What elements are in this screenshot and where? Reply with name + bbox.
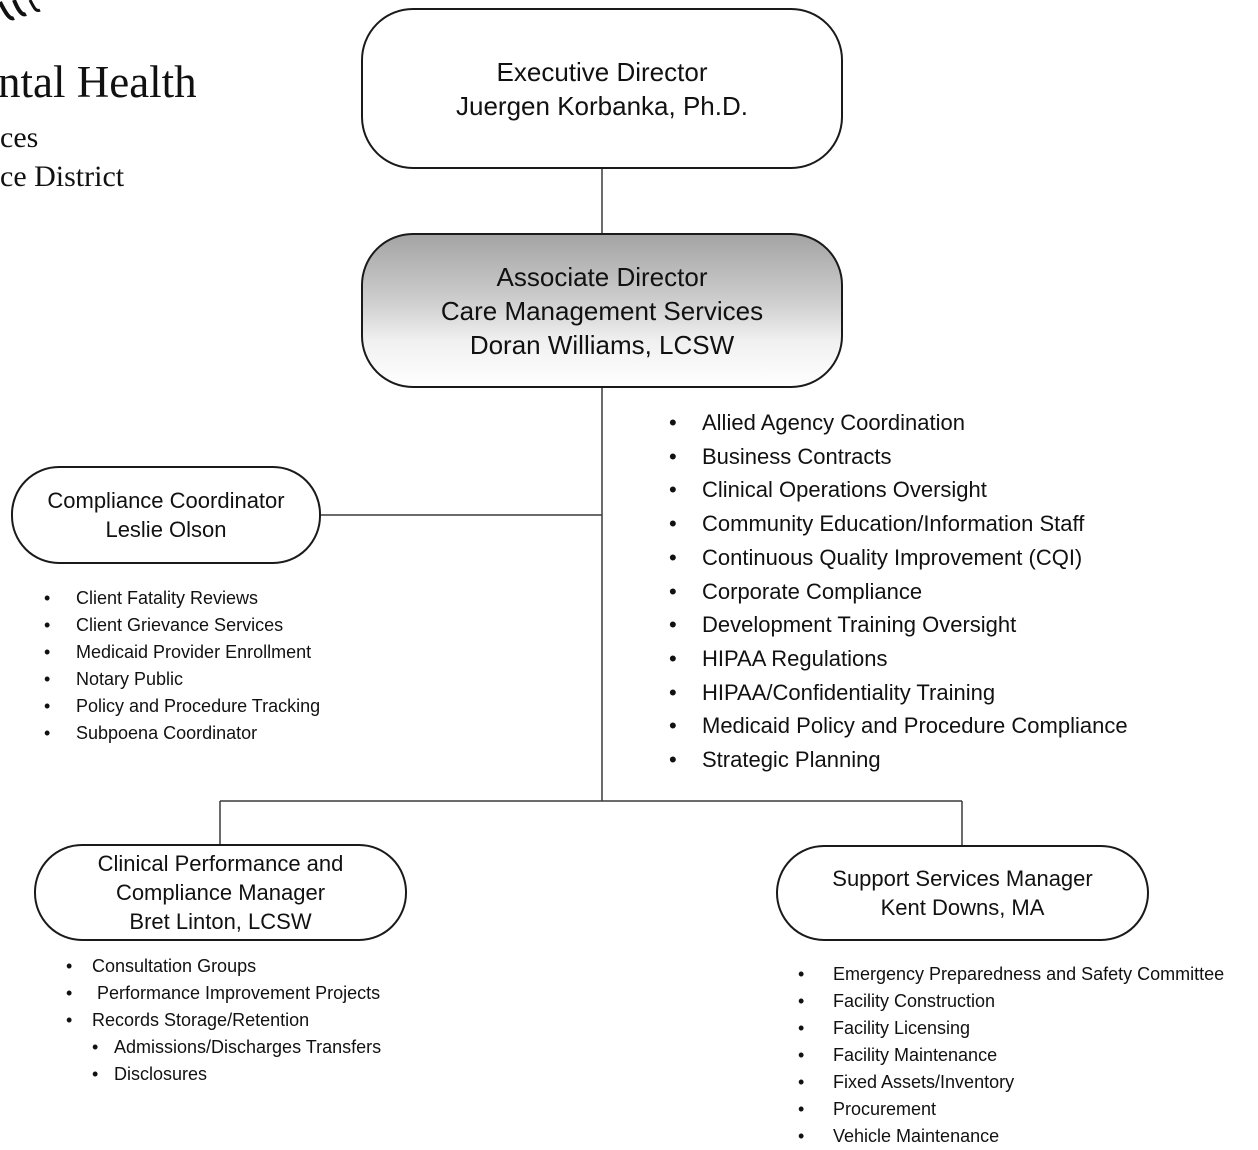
- executive-director-name: Juergen Korbanka, Ph.D.: [456, 90, 748, 121]
- list-item: •Community Education/Information Staff: [669, 507, 1128, 541]
- list-item: •Facility Maintenance: [798, 1042, 1224, 1069]
- bullet-icon: •: [44, 642, 51, 662]
- bullet-icon: •: [669, 544, 677, 570]
- list-item: •HIPAA Regulations: [669, 642, 1128, 676]
- list-item: •Client Grievance Services: [44, 612, 320, 639]
- bullet-icon: •: [44, 723, 51, 743]
- compliance-coordinator-name: Leslie Olson: [105, 517, 227, 542]
- bullet-icon: •: [798, 1099, 805, 1119]
- list-item: •Procurement: [798, 1096, 1224, 1123]
- sub-list-item: •Disclosures: [66, 1061, 381, 1088]
- list-item: •Consultation Groups: [66, 953, 381, 980]
- clinical-performance-manager-box: Clinical Performance and Compliance Mana…: [34, 844, 407, 941]
- logo-text-line3: ce District: [0, 160, 125, 193]
- logo-text-line1: ntal Health: [0, 57, 197, 107]
- list-item: •Allied Agency Coordination: [669, 406, 1128, 440]
- bullet-icon: •: [66, 1010, 73, 1030]
- bullet-icon: •: [44, 669, 51, 689]
- bullet-icon: •: [669, 679, 677, 705]
- associate-director-name: Doran Williams, LCSW: [469, 329, 735, 360]
- list-item: •Policy and Procedure Tracking: [44, 693, 320, 720]
- associate-duties-list: •Allied Agency Coordination •Business Co…: [669, 406, 1128, 777]
- bullet-icon: •: [798, 1045, 805, 1065]
- support-services-manager-box: Support Services Manager Kent Downs, MA: [776, 845, 1149, 941]
- clinical-manager-name: Bret Linton, LCSW: [129, 909, 312, 934]
- support-manager-name: Kent Downs, MA: [880, 895, 1045, 920]
- bullet-icon: •: [798, 1018, 805, 1038]
- list-item: •Medicaid Policy and Procedure Complianc…: [669, 709, 1128, 743]
- bullet-icon: •: [66, 956, 73, 976]
- list-item: •Fixed Assets/Inventory: [798, 1069, 1224, 1096]
- list-item: •Subpoena Coordinator: [44, 720, 320, 747]
- compliance-coordinator-title: Compliance Coordinator: [47, 488, 285, 513]
- bullet-icon: •: [669, 713, 677, 739]
- support-manager-title: Support Services Manager: [832, 866, 1093, 891]
- bullet-icon: •: [669, 443, 677, 469]
- associate-director-unit: Care Management Services: [440, 295, 764, 326]
- list-item: •Corporate Compliance: [669, 575, 1128, 609]
- clinical-manager-title-line2: Compliance Manager: [115, 880, 326, 905]
- bullet-icon: •: [44, 588, 51, 608]
- bullet-icon: •: [669, 511, 677, 537]
- clinical-manager-title-line1: Clinical Performance and: [97, 851, 344, 876]
- compliance-coordinator-box: Compliance Coordinator Leslie Olson: [11, 466, 321, 564]
- compliance-duties-list: •Client Fatality Reviews •Client Grievan…: [44, 585, 320, 747]
- list-item: •Client Fatality Reviews: [44, 585, 320, 612]
- bullet-icon: •: [669, 477, 677, 503]
- list-item: •Facility Licensing: [798, 1015, 1224, 1042]
- bullet-icon: •: [669, 578, 677, 604]
- bullet-icon: •: [44, 615, 51, 635]
- list-item: •Notary Public: [44, 666, 320, 693]
- list-item: •Continuous Quality Improvement (CQI): [669, 541, 1128, 575]
- list-item: •Clinical Operations Oversight: [669, 473, 1128, 507]
- bullet-icon: •: [44, 696, 51, 716]
- executive-director-box: Executive Director Juergen Korbanka, Ph.…: [361, 8, 843, 169]
- bullet-icon: •: [66, 983, 73, 1003]
- list-item: •Development Training Oversight: [669, 608, 1128, 642]
- bullet-icon: •: [798, 1126, 805, 1146]
- bullet-icon: •: [669, 410, 677, 435]
- bullet-icon: •: [669, 747, 677, 773]
- executive-director-title: Executive Director: [496, 56, 708, 87]
- list-item: •Records Storage/Retention: [66, 1007, 381, 1034]
- list-item: •HIPAA/Confidentiality Training: [669, 676, 1128, 710]
- list-item: •Strategic Planning: [669, 743, 1128, 777]
- bullet-icon: •: [92, 1064, 99, 1084]
- list-item: •Facility Construction: [798, 988, 1224, 1015]
- bullet-icon: •: [798, 1072, 805, 1092]
- list-item: •Vehicle Maintenance: [798, 1123, 1224, 1150]
- bullet-icon: •: [669, 645, 677, 671]
- associate-director-title: Associate Director: [496, 261, 708, 292]
- list-item: •Medicaid Provider Enrollment: [44, 639, 320, 666]
- logo-text-line2: ces: [0, 121, 39, 154]
- list-item: •Emergency Preparedness and Safety Commi…: [798, 961, 1224, 988]
- bullet-icon: •: [798, 964, 805, 984]
- agency-logo-mark: [0, 0, 41, 21]
- support-duties-list: •Emergency Preparedness and Safety Commi…: [798, 961, 1224, 1150]
- bullet-icon: •: [798, 991, 805, 1011]
- list-item: • Performance Improvement Projects: [66, 980, 381, 1007]
- bullet-icon: •: [92, 1037, 99, 1057]
- list-item: •Business Contracts: [669, 440, 1128, 474]
- clinical-duties-list: •Consultation Groups • Performance Impro…: [66, 953, 381, 1088]
- bullet-icon: •: [669, 612, 677, 638]
- sub-list-item: •Admissions/Discharges Transfers: [66, 1034, 381, 1061]
- associate-director-box: Associate Director Care Management Servi…: [361, 233, 843, 388]
